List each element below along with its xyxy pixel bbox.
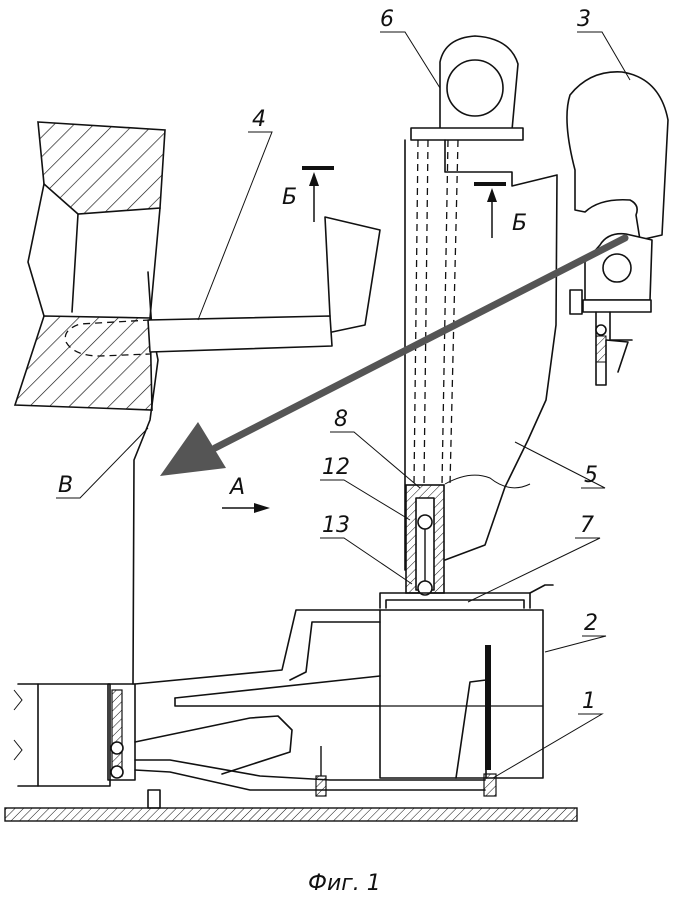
rod — [413, 139, 459, 486]
reference-labels: 6 3 4 Б Б 8 12 13 5 A B 7 2 1 — [58, 7, 598, 714]
label-5: 5 — [584, 463, 598, 488]
label-direction-a: A — [228, 475, 245, 500]
label-7: 7 — [580, 513, 594, 538]
direction-arrow-A — [222, 503, 270, 513]
part-2-housing — [134, 609, 544, 779]
part-3-clamp — [566, 71, 669, 386]
part-7-seat — [379, 584, 554, 609]
label-section-b-right: Б — [512, 211, 527, 236]
floor — [4, 807, 578, 822]
label-2: 2 — [584, 611, 598, 636]
section-marker-left — [302, 166, 334, 222]
part-4-bar — [64, 216, 381, 357]
label-1: 1 — [582, 689, 596, 714]
pin-assembly — [405, 484, 445, 596]
leader-lines — [56, 31, 631, 779]
figure-caption: Фиг. 1 — [308, 871, 381, 896]
left-base-block — [13, 683, 111, 787]
bottom-linkage — [107, 683, 497, 809]
motion-arrow — [160, 234, 629, 476]
hatched-wall — [13, 121, 166, 411]
label-3: 3 — [577, 7, 591, 32]
label-4: 4 — [252, 107, 266, 132]
label-v: B — [58, 473, 73, 498]
label-13: 13 — [322, 513, 350, 538]
part-5-body — [404, 139, 558, 571]
section-marker-right — [474, 182, 506, 238]
label-6: 6 — [380, 7, 394, 32]
part-6-lifting-eye — [410, 35, 524, 141]
label-section-b-left: Б — [282, 185, 297, 210]
label-12: 12 — [322, 455, 350, 480]
label-8: 8 — [334, 407, 348, 432]
